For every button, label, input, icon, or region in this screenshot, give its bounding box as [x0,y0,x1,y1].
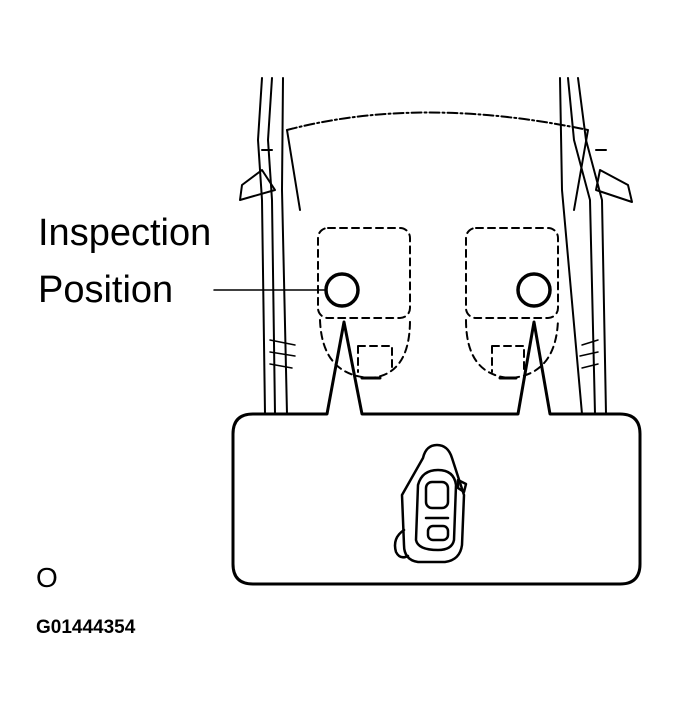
right-mirror-icon [595,149,633,203]
left-mirror-icon [239,149,276,201]
left-inspection-marker-icon [324,272,360,308]
detail-callout-box [231,320,642,586]
right-seat-icon [465,227,559,379]
door-detail-lines [269,339,599,369]
smart-key-icon [393,443,468,564]
inspection-label-line-2: Position [38,269,174,311]
corner-mark: O [36,562,58,593]
right-inspection-marker-icon [516,272,552,308]
vehicle-body-outline-icon [257,77,607,415]
inspection-label-line-1: Inspection [38,212,212,254]
figure-code: G01444354 [36,617,136,638]
